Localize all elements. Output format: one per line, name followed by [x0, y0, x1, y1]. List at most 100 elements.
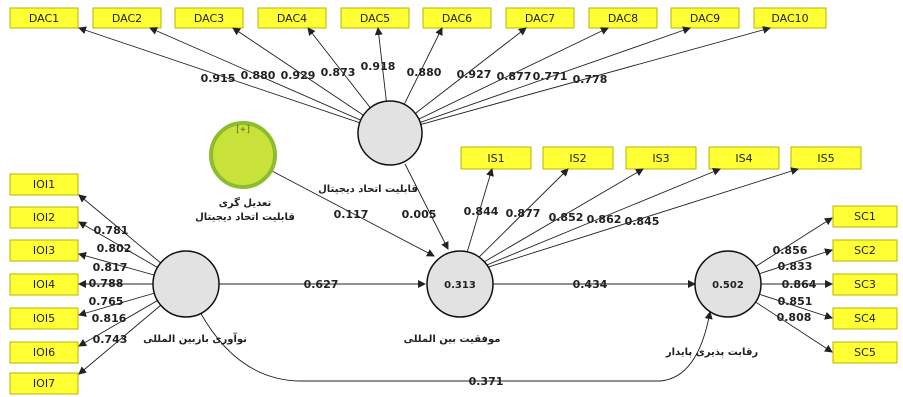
loading-ioi2: 0.802	[97, 242, 132, 255]
loading-dac1: 0.915	[201, 72, 236, 85]
indicator-sc5[interactable]: SC5	[832, 341, 898, 364]
indicator-ioi5[interactable]: IOI5	[9, 307, 79, 330]
indicator-ioi7[interactable]: IOI7	[9, 372, 79, 395]
loading-ioi1: 0.781	[94, 224, 129, 237]
coef-ioi-is: 0.627	[304, 278, 339, 291]
indicator-label: IS3	[652, 152, 669, 165]
construct-is-r2: 0.313	[444, 280, 476, 291]
indicator-label: IOI7	[33, 377, 55, 390]
indicator-dac5[interactable]: DAC5	[340, 7, 410, 29]
indicator-ioi6[interactable]: IOI6	[9, 341, 79, 364]
construct-is[interactable]: 0.313 موفقیت بین المللی	[404, 250, 501, 345]
indicator-sc3[interactable]: SC3	[832, 273, 898, 296]
is-indicators: IS1 IS2 IS3 IS4 IS5	[460, 146, 862, 170]
loading-dac7: 0.927	[457, 68, 492, 81]
loading-is4: 0.862	[587, 213, 622, 226]
loading-ioi3: 0.817	[93, 261, 128, 274]
loading-is1: 0.844	[464, 205, 499, 218]
is-loading-labels: 0.844 0.877 0.852 0.862 0.845	[464, 205, 660, 228]
indicator-sc1[interactable]: SC1	[832, 205, 898, 228]
edge-dac-dac1	[78, 26, 391, 134]
construct-dac[interactable]: قابلیت اتحاد دیجیتال	[318, 100, 423, 195]
indicator-label: SC4	[854, 312, 876, 325]
edge-dac-dac2	[149, 27, 391, 134]
indicator-ioi4[interactable]: IOI4	[9, 273, 79, 296]
coef-dac-is: 0.005	[402, 208, 437, 221]
indicator-label: DAC6	[442, 12, 472, 25]
edge-dac-dac9	[389, 26, 691, 134]
indicator-label: DAC5	[360, 12, 390, 25]
indicator-dac9[interactable]: DAC9	[670, 7, 740, 29]
indicator-label: IOI1	[33, 178, 55, 191]
indicator-is3[interactable]: IS3	[625, 146, 697, 170]
edge-is-is4	[459, 167, 721, 277]
sc-indicators: SC1 SC2 SC3 SC4 SC5	[832, 205, 898, 364]
indicator-ioi1[interactable]: IOI1	[9, 173, 79, 196]
loading-ioi5: 0.765	[89, 295, 124, 308]
indicator-dac2[interactable]: DAC2	[92, 7, 162, 29]
loading-dac6: 0.880	[407, 66, 442, 79]
indicator-label: DAC7	[525, 12, 555, 25]
construct-sc-label: رقابت پذیری پایدار	[665, 347, 759, 358]
indicator-label: SC3	[854, 278, 876, 291]
path-coefficient-labels: 0.627 0.434 0.371 0.005 0.117	[304, 208, 608, 388]
loading-dac4: 0.873	[321, 66, 356, 79]
indicator-label: DAC10	[771, 12, 808, 25]
loading-sc1: 0.856	[773, 244, 808, 257]
loading-sc3: 0.864	[782, 278, 817, 291]
construct-dac-label: قابلیت اتحاد دیجیتال	[318, 184, 418, 195]
indicator-is1[interactable]: IS1	[460, 146, 532, 170]
loading-dac3: 0.929	[281, 69, 316, 82]
loading-dac9: 0.771	[533, 70, 568, 83]
path-dac-is	[404, 163, 449, 250]
construct-ioi[interactable]: نوآوری بازبین المللی	[143, 250, 247, 345]
loading-dac2: 0.880	[241, 69, 276, 82]
indicator-dac6[interactable]: DAC6	[422, 7, 492, 29]
indicator-is4[interactable]: IS4	[708, 146, 780, 170]
construct-moderator[interactable]: [+] تعدیل گری قابلیت اتحاد دیجیتال	[195, 121, 295, 223]
structural-paths	[199, 163, 713, 382]
loading-is2: 0.877	[506, 207, 541, 220]
ioi-indicators: IOI1 IOI2 IOI3 IOI4 IOI5 IOI6 IOI7	[9, 173, 79, 395]
indicator-dac3[interactable]: DAC3	[174, 7, 244, 29]
coef-mod-is: 0.117	[334, 208, 369, 221]
construct-sc[interactable]: 0.502 رقابت پذیری پایدار	[665, 250, 762, 358]
indicator-label: DAC1	[29, 12, 59, 25]
indicator-label: IS4	[735, 152, 752, 165]
loading-sc4: 0.851	[778, 295, 813, 308]
indicator-sc4[interactable]: SC4	[832, 307, 898, 330]
indicator-label: SC5	[854, 346, 876, 359]
loading-dac5: 0.918	[361, 60, 396, 73]
dac-loading-labels: 0.915 0.880 0.929 0.873 0.918 0.880 0.92…	[201, 60, 608, 86]
indicator-ioi3[interactable]: IOI3	[9, 239, 79, 262]
indicator-label: IS2	[569, 152, 586, 165]
loading-dac8: 0.877	[497, 70, 532, 83]
loading-sc2: 0.833	[778, 260, 813, 273]
indicator-dac8[interactable]: DAC8	[588, 7, 658, 29]
indicator-dac10[interactable]: DAC10	[753, 7, 827, 29]
indicator-label: SC1	[854, 210, 876, 223]
construct-is-label: موفقیت بین المللی	[404, 334, 501, 345]
indicator-is2[interactable]: IS2	[542, 146, 614, 170]
loading-is5: 0.845	[625, 215, 660, 228]
indicator-dac7[interactable]: DAC7	[505, 7, 575, 29]
dac-loading-edges	[78, 26, 771, 134]
indicator-is5[interactable]: IS5	[790, 146, 862, 170]
expand-icon[interactable]: [+]	[235, 125, 251, 135]
indicator-label: DAC3	[194, 12, 224, 25]
indicator-sc2[interactable]: SC2	[832, 239, 898, 262]
loading-is3: 0.852	[549, 211, 584, 224]
loading-dac10: 0.778	[573, 73, 608, 86]
coef-is-sc: 0.434	[573, 278, 608, 291]
loading-ioi6: 0.816	[92, 312, 127, 325]
indicator-label: SC2	[854, 244, 876, 257]
indicator-dac4[interactable]: DAC4	[257, 7, 327, 29]
indicator-label: DAC2	[112, 12, 142, 25]
indicator-ioi2[interactable]: IOI2	[9, 206, 79, 229]
coef-ioi-sc: 0.371	[469, 375, 504, 388]
indicator-label: IOI4	[33, 278, 55, 291]
loading-sc5: 0.808	[777, 311, 812, 324]
indicator-dac1[interactable]: DAC1	[9, 7, 79, 29]
dac-indicators: DAC1 DAC2 DAC3 DAC4 DAC5 DAC6 DAC7 DAC8 …	[9, 7, 827, 29]
path-mod-is	[269, 169, 435, 257]
